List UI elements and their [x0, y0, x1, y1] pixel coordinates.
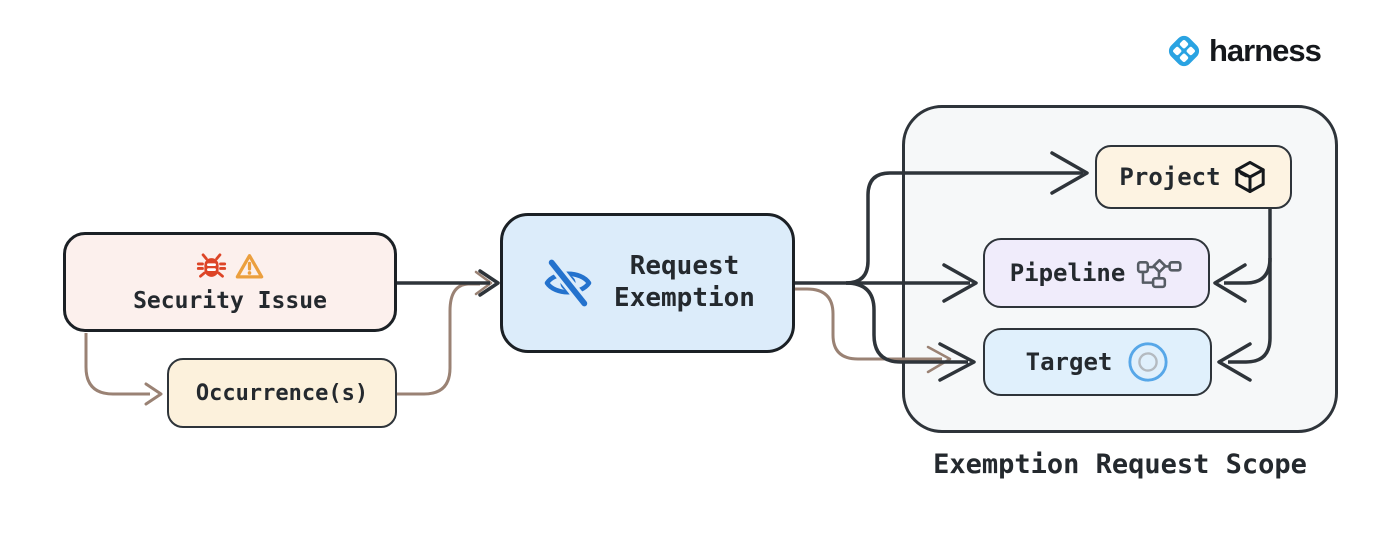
request-exemption-label: Request Exemption: [614, 251, 755, 314]
arrowhead-pipeline-left: [942, 263, 978, 303]
edge-request-to-target: [845, 281, 968, 364]
edge-request-to-target-brown: [795, 287, 942, 361]
arrowhead-occurrences: [144, 382, 163, 406]
edge-occurrences-to-request: [397, 282, 480, 396]
node-target: Target: [983, 328, 1212, 396]
edge-security-to-occurrences: [84, 333, 150, 396]
edge-request-to-project: [845, 171, 1083, 285]
security-issue-label: Security Issue: [133, 287, 327, 314]
occurrences-label: Occurrence(s): [195, 380, 369, 406]
target-circle-icon: [1128, 342, 1168, 382]
bug-icon: [196, 252, 226, 278]
arrowhead-project: [1050, 151, 1089, 195]
arrowhead-pipeline-right: [1213, 263, 1247, 303]
eye-off-icon: [544, 256, 592, 310]
pipeline-label: Pipeline: [1009, 259, 1126, 287]
harness-wordmark: harness: [1209, 33, 1322, 68]
node-pipeline: Pipeline: [983, 238, 1210, 308]
arrowhead-target-right: [1217, 342, 1252, 382]
arrowhead-target-brown: [926, 345, 952, 374]
harness-logo: harness: [1164, 31, 1322, 71]
node-security-issue: Security Issue: [63, 232, 397, 332]
harness-diamond-icon: [1168, 35, 1200, 67]
security-issue-icons: [196, 251, 265, 282]
request-exemption-line1: Request: [629, 251, 740, 282]
pipeline-dag-icon: [1137, 258, 1182, 289]
edge-project-to-target: [1228, 209, 1272, 364]
warning-icon: [235, 253, 263, 278]
target-label: Target: [1025, 348, 1113, 376]
request-exemption-line2: Exemption: [614, 283, 755, 313]
scope-caption: Exemption Request Scope: [933, 449, 1307, 480]
node-occurrences: Occurrence(s): [167, 358, 397, 428]
arrowhead-request-brown: [474, 270, 493, 296]
package-cube-icon: [1234, 160, 1265, 194]
arrowhead-request: [478, 269, 500, 297]
node-project: Project: [1095, 145, 1292, 209]
edge-project-to-pipeline: [1224, 257, 1272, 285]
project-label: Project: [1119, 163, 1221, 191]
node-request-exemption: Request Exemption: [500, 213, 795, 353]
arrowhead-target-left: [938, 342, 976, 382]
